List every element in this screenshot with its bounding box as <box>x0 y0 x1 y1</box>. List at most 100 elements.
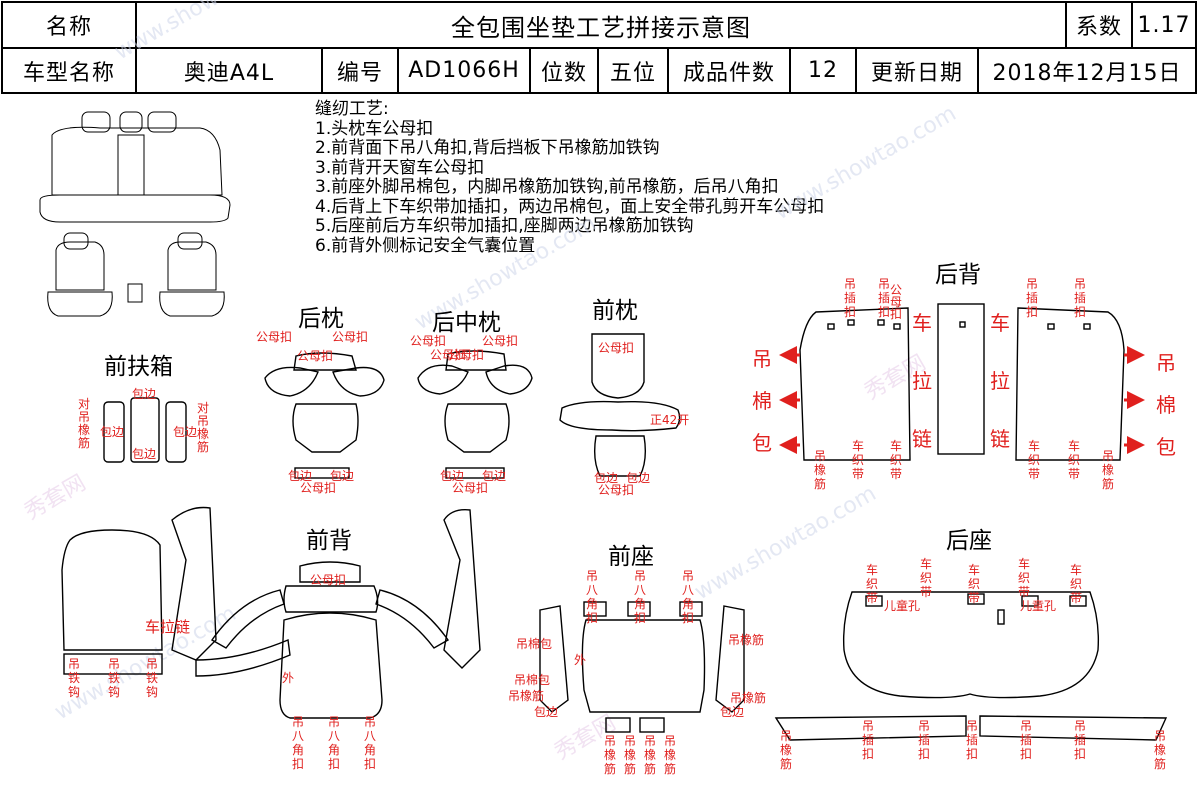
svg-text:吊: 吊 <box>634 569 646 583</box>
svg-text:吊: 吊 <box>844 277 856 291</box>
rear-mid-pillow-pattern <box>417 350 533 479</box>
svg-text:角: 角 <box>682 597 694 611</box>
svg-text:对: 对 <box>197 401 209 415</box>
svg-text:带: 带 <box>968 591 980 605</box>
svg-text:筋: 筋 <box>604 761 616 776</box>
svg-text:织: 织 <box>866 577 878 591</box>
rear-back-small-labels: 吊插扣 吊插扣 公母扣 吊插扣 吊插扣 吊橡筋 车织带 车织带 车织带 车织带 … <box>814 277 1114 491</box>
svg-text:橡: 橡 <box>624 748 636 762</box>
armrest-edge-bottom: 包边 <box>132 447 156 461</box>
rear-seat-child-hole-2: 儿童孔 <box>1020 598 1056 613</box>
watermark-site-4: www.showtao.com <box>771 101 961 225</box>
process-heading: 缝纫工艺: <box>315 99 389 119</box>
svg-text:吊: 吊 <box>197 414 209 428</box>
rear-mid-edge-1: 包边 <box>440 469 464 483</box>
svg-text:吊: 吊 <box>966 719 978 733</box>
svg-text:橡: 橡 <box>197 427 209 441</box>
svg-text:织: 织 <box>1028 453 1040 467</box>
svg-text:带: 带 <box>920 585 932 599</box>
svg-text:吊: 吊 <box>664 734 676 748</box>
rear-mid-pillow-labels: 公母扣 公母扣 公母扣 公母扣 包边 包边 公母扣 <box>410 334 518 495</box>
section-rear-back: 后背 <box>935 262 981 288</box>
code-value: AD1066H <box>399 49 531 92</box>
rear-mid-snap-2: 公母扣 <box>482 334 518 348</box>
front-pillow-cut: 正42开 <box>650 413 689 427</box>
process-line-2: 2.前背面下吊八角扣,背后挡板下吊橡筋加铁钩 <box>315 138 660 158</box>
rear-pillow-snap-3: 公母扣 <box>297 349 333 363</box>
svg-text:角: 角 <box>364 743 376 757</box>
svg-text:扣: 扣 <box>890 307 902 321</box>
svg-text:八: 八 <box>292 729 304 743</box>
svg-text:吊: 吊 <box>780 729 792 743</box>
svg-text:母: 母 <box>890 295 902 309</box>
rear-pillow-labels: 公母扣 公母扣 公母扣 包边 包边 公母扣 <box>256 330 368 495</box>
svg-text:橡: 橡 <box>1154 743 1166 757</box>
svg-text:扣: 扣 <box>1020 747 1032 761</box>
svg-text:吊: 吊 <box>586 569 598 583</box>
svg-text:包: 包 <box>752 431 772 455</box>
front-pillow-pattern <box>559 333 681 477</box>
svg-text:八: 八 <box>328 729 340 743</box>
svg-text:棉: 棉 <box>1156 393 1176 417</box>
rear-pillow-snap-4: 公母扣 <box>300 481 336 495</box>
rear-mid-snap-4: 公母扣 <box>448 348 484 362</box>
svg-text:扣: 扣 <box>844 305 856 319</box>
svg-text:链: 链 <box>990 427 1010 451</box>
section-front-pillow: 前枕 <box>592 298 638 324</box>
svg-text:吊: 吊 <box>814 449 826 463</box>
front-seat-edge-2: 包边 <box>720 705 744 719</box>
model-value: 奥迪A4L <box>137 49 323 92</box>
svg-text:织: 织 <box>1018 571 1030 585</box>
svg-text:吊: 吊 <box>878 277 890 291</box>
front-armrest-body-pattern <box>61 506 291 677</box>
process-line-6: 5.后座前后方车织带加插扣,座脚两边吊橡筋加铁钩 <box>315 216 694 236</box>
rear-mid-snap-1: 公母扣 <box>410 334 446 348</box>
process-line-3: 3.前背开天窗车公母扣 <box>315 157 485 178</box>
svg-text:钩: 钩 <box>108 685 120 699</box>
coef-label: 系数 <box>1067 3 1133 49</box>
section-front-back: 前背 <box>306 528 352 554</box>
armrest-edge-left: 包边 <box>100 425 124 439</box>
svg-text:筋: 筋 <box>1102 476 1114 491</box>
rear-pillow-snap-2: 公母扣 <box>332 330 368 344</box>
front-back-pattern <box>210 509 481 719</box>
front-armrest-body-labels: 车拉链 吊铁钩 吊铁钩 吊铁钩 <box>68 618 190 699</box>
svg-text:吊: 吊 <box>1026 277 1038 291</box>
section-rear-pillow: 后枕 <box>298 306 344 332</box>
front-seat-edge-1: 包边 <box>534 705 558 719</box>
svg-text:插: 插 <box>1026 291 1038 305</box>
svg-text:对: 对 <box>78 397 90 411</box>
svg-text:织: 织 <box>1070 577 1082 591</box>
front-pillow-snap-2: 公母扣 <box>598 483 634 497</box>
pieces-label: 成品件数 <box>669 49 791 92</box>
svg-text:筋: 筋 <box>664 761 676 776</box>
front-pillow-edge-1: 包边 <box>594 471 618 485</box>
svg-text:扣: 扣 <box>1026 305 1038 319</box>
svg-text:带: 带 <box>1018 585 1030 599</box>
watermark-site-1: www.showtao.com <box>111 0 301 65</box>
svg-text:织: 织 <box>852 453 864 467</box>
svg-text:车: 车 <box>920 556 932 571</box>
svg-text:吊: 吊 <box>328 715 340 729</box>
svg-text:扣: 扣 <box>1074 747 1086 761</box>
svg-text:带: 带 <box>1070 591 1082 605</box>
svg-text:扣: 扣 <box>364 757 376 771</box>
svg-text:橡: 橡 <box>78 423 90 437</box>
svg-text:车: 车 <box>890 438 902 453</box>
rear-pillow-edge-2: 包边 <box>330 469 354 483</box>
svg-text:八: 八 <box>634 583 646 597</box>
svg-text:橡: 橡 <box>780 743 792 757</box>
rear-back-arrows <box>779 346 1145 454</box>
svg-text:橡: 橡 <box>814 463 826 477</box>
svg-text:插: 插 <box>862 733 874 747</box>
rear-seat-child-hole-1: 儿童孔 <box>884 598 920 613</box>
svg-text:车: 车 <box>968 562 980 577</box>
svg-text:扣: 扣 <box>878 305 890 319</box>
svg-text:吊: 吊 <box>1154 729 1166 743</box>
svg-text:橡: 橡 <box>604 748 616 762</box>
code-label: 编号 <box>323 49 399 92</box>
rear-mid-snap-3: 公母扣 <box>430 348 466 362</box>
svg-text:插: 插 <box>1074 291 1086 305</box>
svg-text:车: 车 <box>866 562 878 577</box>
